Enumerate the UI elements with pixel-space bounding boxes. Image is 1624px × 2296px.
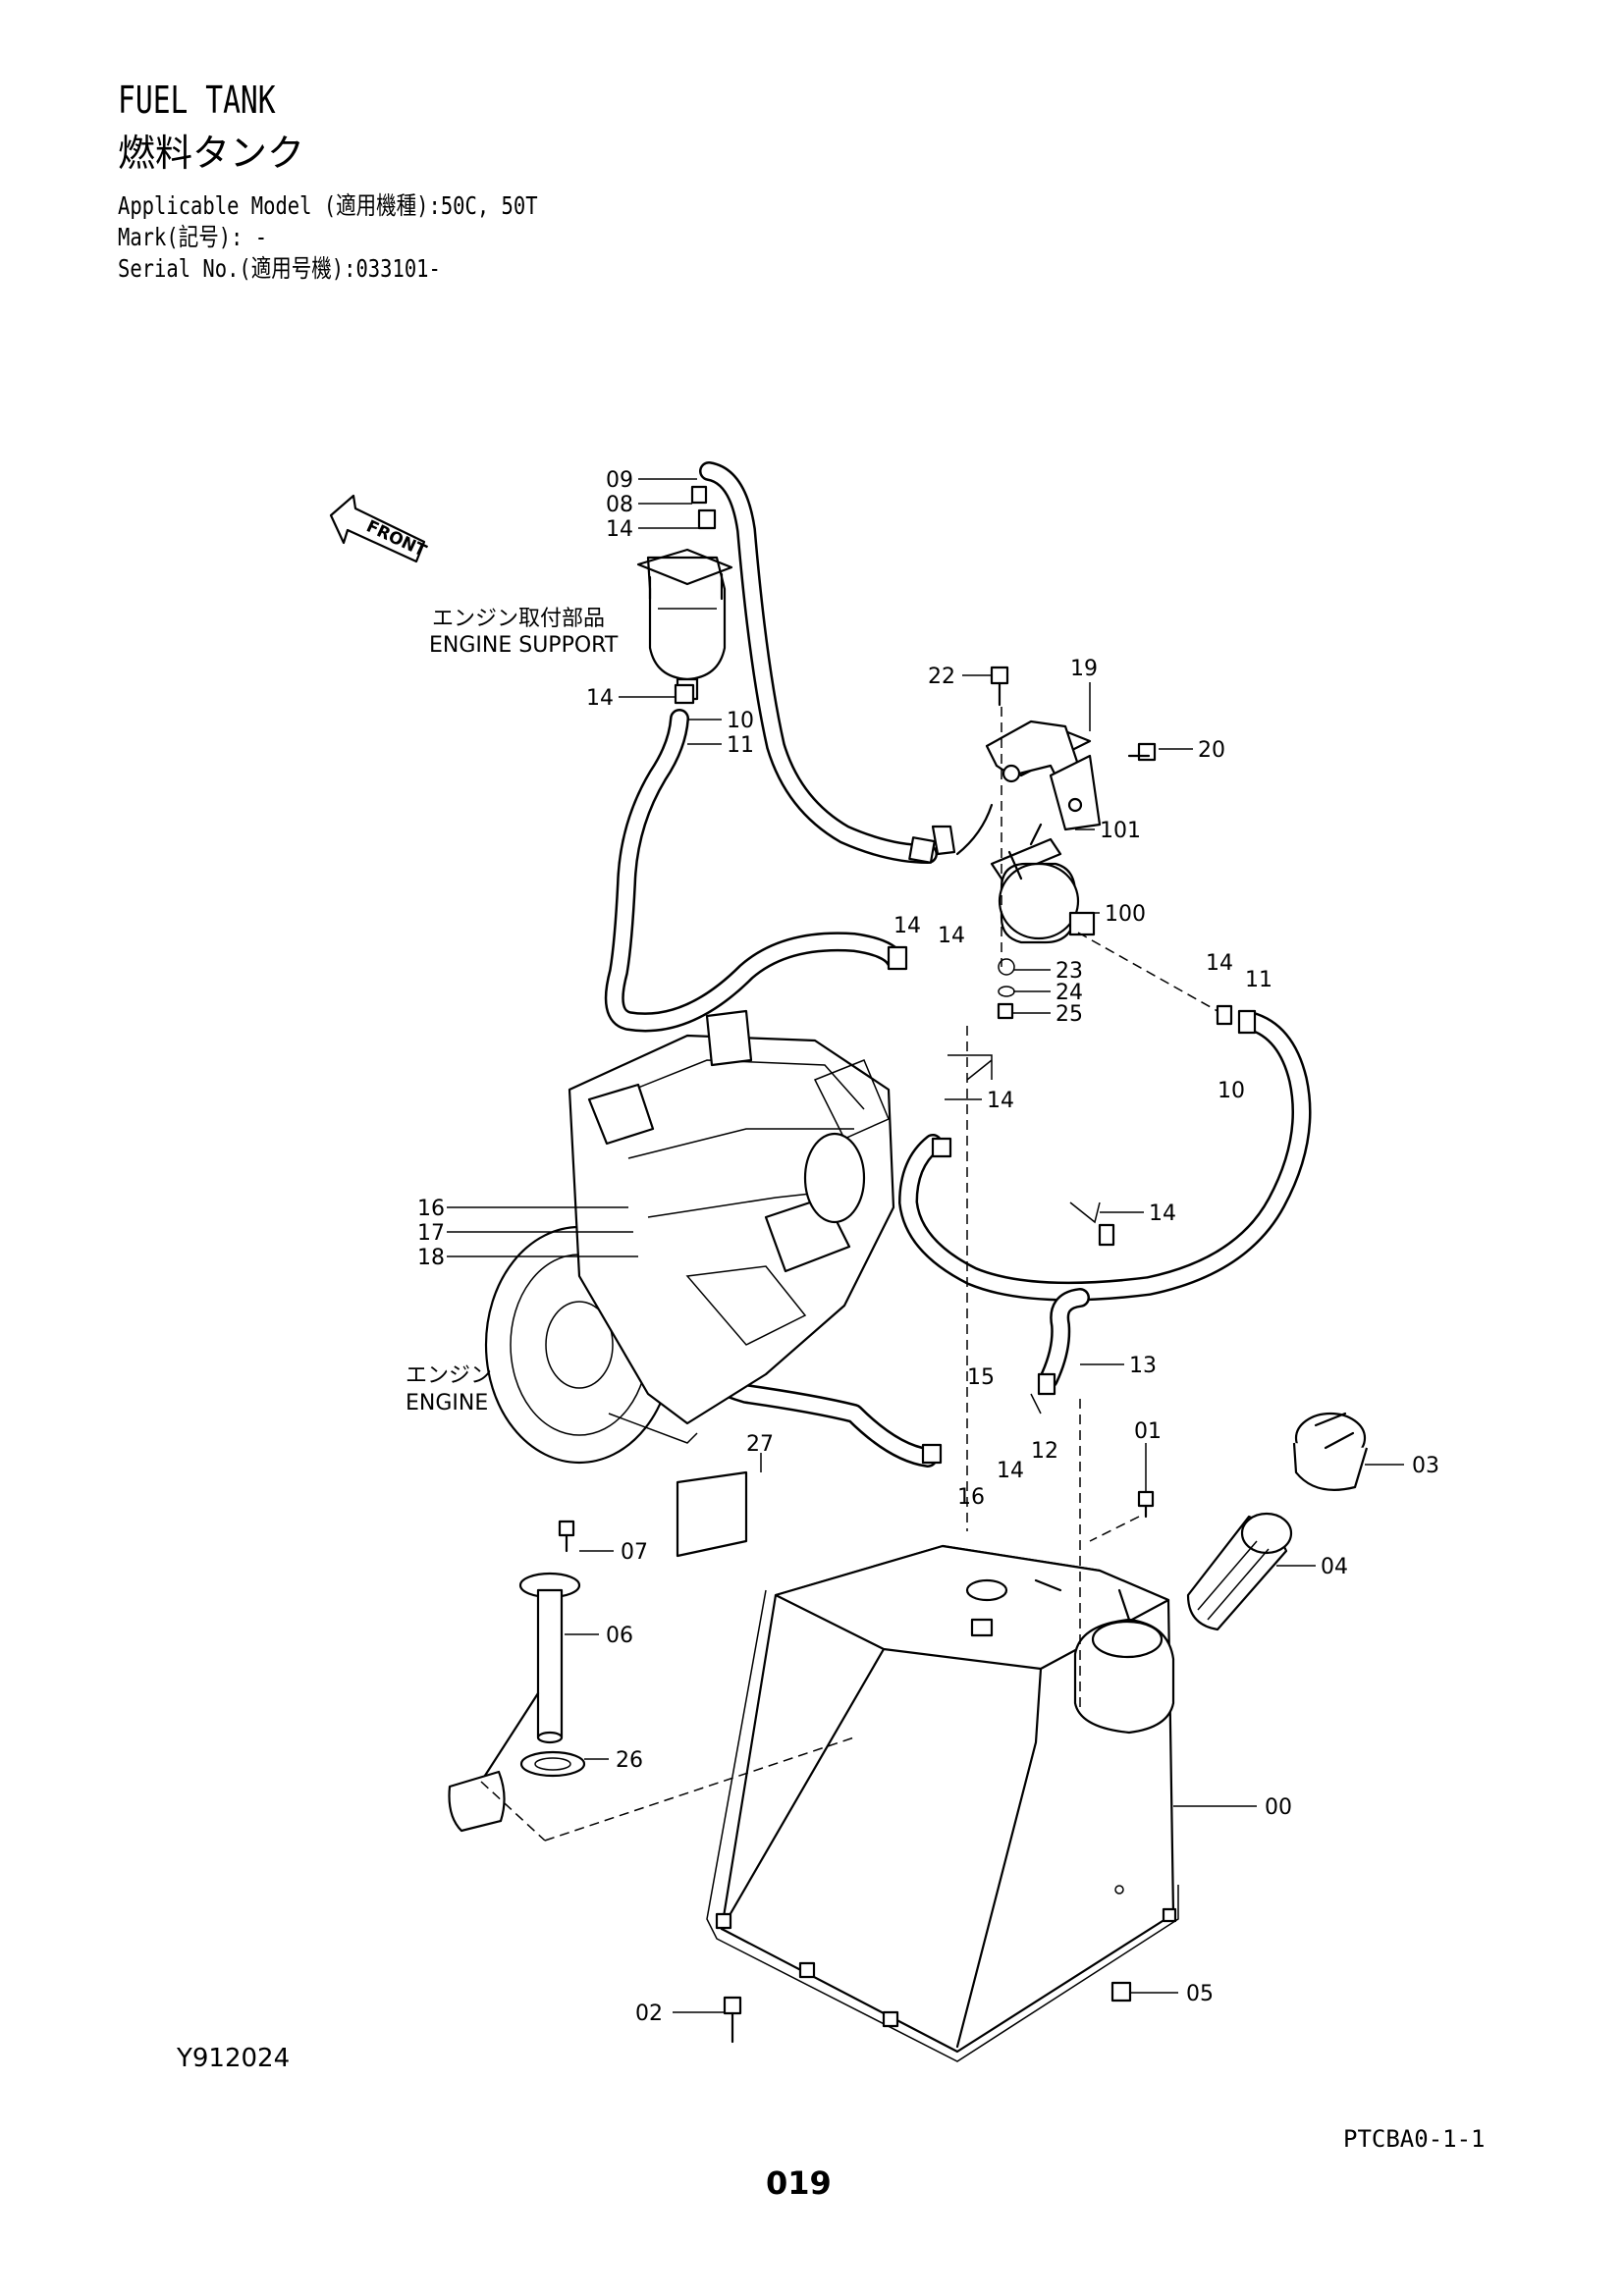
filler-cap	[1292, 1412, 1369, 1491]
callout-07: 07	[621, 1540, 648, 1565]
callout-14: 14	[938, 924, 965, 948]
callout-10: 10	[1218, 1079, 1245, 1103]
callout-14: 14	[893, 914, 921, 938]
hose-clamp	[1216, 1004, 1233, 1026]
fuel-filter	[636, 548, 733, 701]
callout-02: 02	[635, 2002, 663, 2026]
serial-number: Serial No.(適用号機):033101-	[118, 254, 441, 283]
page-title-japanese: 燃料タンク	[118, 132, 305, 175]
engine-label-en: ENGINE	[406, 1391, 488, 1415]
callout-12: 12	[1031, 1439, 1058, 1464]
drawing-number: Y912024	[177, 2044, 291, 2073]
callout-20: 20	[1198, 738, 1225, 763]
fuel-gauge-sender	[448, 1520, 586, 1833]
cushion-block	[676, 1470, 748, 1558]
hose-fitting	[1098, 1223, 1115, 1247]
bolt	[1137, 1490, 1155, 1519]
callout-04: 04	[1321, 1555, 1348, 1579]
reference-lines	[947, 1054, 993, 1081]
mark-line: Mark(記号): -	[118, 223, 268, 251]
washer	[998, 958, 1015, 976]
callout-14: 14	[1206, 951, 1233, 976]
sheet-code: PTCBA0-1-1	[1343, 2125, 1486, 2153]
bolt	[1127, 742, 1157, 762]
callout-00: 00	[1265, 1795, 1292, 1820]
page-number: 019	[766, 2164, 832, 2202]
reference-lines	[1069, 1201, 1101, 1224]
callout-23: 23	[1056, 959, 1083, 984]
callout-24: 24	[1056, 981, 1083, 1005]
callout-14: 14	[997, 1459, 1024, 1483]
drain-plug	[1110, 1981, 1132, 2002]
callout-16: 16	[957, 1485, 985, 1510]
callout-17: 17	[417, 1221, 445, 1246]
callout-15: 15	[967, 1365, 995, 1390]
callout-101: 101	[1100, 819, 1141, 843]
callout-13: 13	[1129, 1354, 1157, 1378]
engine-support-label-en: ENGINE SUPPORT	[429, 633, 619, 658]
callout-14: 14	[586, 686, 614, 711]
applicable-model: Applicable Model (適用機種):50C, 50T	[118, 191, 538, 220]
callout-05: 05	[1186, 1982, 1214, 2006]
engine	[484, 1009, 895, 1465]
callout-19: 19	[1070, 657, 1098, 681]
callout-16: 16	[417, 1197, 445, 1221]
callout-01: 01	[1134, 1419, 1162, 1444]
leader-lines	[447, 478, 1404, 2013]
hose-fitting	[690, 485, 708, 505]
callout-09: 09	[606, 468, 633, 493]
hose-clamp	[674, 683, 695, 705]
page-title: FUEL TANK	[118, 79, 276, 122]
callout-18: 18	[417, 1246, 445, 1270]
callout-14: 14	[606, 517, 633, 542]
engine-support-label-jp: エンジン取付部品	[432, 607, 605, 631]
hose-fitting	[908, 836, 936, 864]
part-callouts: 09 08 14 14 10 11 22 19 20 101 14 14 100…	[417, 468, 1439, 2026]
callout-11: 11	[727, 733, 754, 758]
callout-27: 27	[746, 1432, 774, 1457]
callout-22: 22	[928, 665, 955, 689]
bolt	[990, 666, 1009, 707]
spring-washer	[998, 986, 1015, 997]
fuel-tank	[706, 1544, 1179, 2062]
hose-fitting	[921, 1443, 943, 1465]
hose-fitting	[1037, 1372, 1056, 1396]
hose-clamp	[697, 508, 717, 530]
reference-lines	[480, 707, 1218, 1842]
nut	[997, 1002, 1014, 1020]
hose-fitting	[931, 1137, 952, 1158]
callout-100: 100	[1105, 902, 1146, 927]
hose-fitting	[1237, 1009, 1257, 1035]
callout-14: 14	[987, 1089, 1014, 1113]
engine-label-jp: エンジン	[406, 1363, 492, 1388]
front-arrow-icon: FRONT	[329, 494, 430, 563]
callout-06: 06	[606, 1624, 633, 1648]
callout-26: 26	[616, 1748, 643, 1773]
front-label: FRONT	[363, 516, 430, 561]
hose-fitting	[887, 945, 908, 971]
callout-14: 14	[1149, 1201, 1176, 1226]
filler-strainer	[1186, 1512, 1293, 1631]
callout-08: 08	[606, 493, 633, 517]
pump-bracket	[985, 720, 1102, 831]
bolt	[723, 1996, 742, 2044]
callout-11: 11	[1245, 968, 1272, 992]
callout-10: 10	[727, 709, 754, 733]
callout-03: 03	[1412, 1454, 1439, 1478]
callout-25: 25	[1056, 1002, 1083, 1027]
